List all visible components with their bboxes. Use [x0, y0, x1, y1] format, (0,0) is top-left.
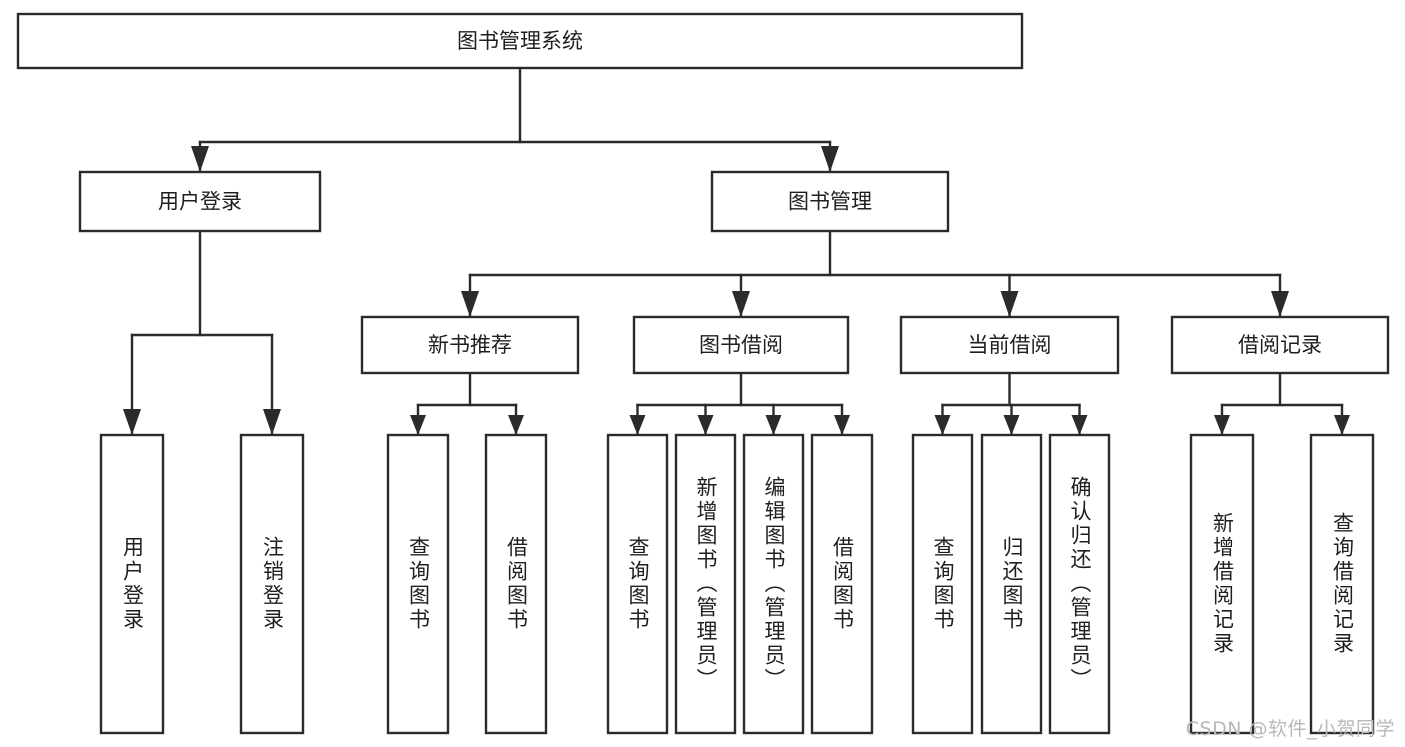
arrow-to-user-login: [191, 146, 209, 172]
arrow-to-leaf-user-login: [123, 409, 141, 435]
node-user-login-label: 用户登录: [158, 190, 242, 214]
arrow-to-leaf-borrow-book-2: [834, 415, 850, 435]
arrow-to-leaf-add-book: [697, 415, 714, 435]
node-leaf-user-logout-box: [239, 433, 305, 735]
arrow-to-leaf-query-book-1: [410, 415, 426, 435]
node-book-manage-label: 图书管理: [788, 190, 872, 214]
arrow-to-book-manage: [821, 146, 839, 172]
node-book-borrow-label: 图书借阅: [699, 333, 783, 357]
node-leaf-query-book-2-box: [606, 433, 669, 735]
arrow-to-book-borrow: [732, 291, 750, 317]
arrow-to-leaf-query-book-3: [934, 415, 951, 435]
arrow-to-leaf-borrow-book-1: [508, 415, 524, 435]
arrow-to-leaf-edit-book: [765, 415, 782, 435]
node-current-borrow-box: [899, 315, 1120, 375]
node-leaf-borrow-book-2-box: [810, 433, 874, 735]
connector-layer: [123, 66, 1350, 435]
node-leaf-return-book-box: [980, 433, 1043, 735]
arrow-to-current-borrow: [1000, 291, 1019, 317]
node-root-box: [16, 12, 1024, 70]
node-current-borrow-label: 当前借阅: [968, 333, 1052, 357]
arrow-to-new-book-rec: [461, 291, 479, 317]
node-leaf-query-book-1-box: [386, 433, 450, 735]
node-leaf-query-record-box: [1309, 433, 1375, 735]
arrow-to-leaf-confirm-return: [1071, 415, 1088, 435]
watermark: CSDN @软件_小贺同学: [1185, 718, 1395, 740]
arrow-to-leaf-query-book-2: [629, 415, 646, 435]
node-new-book-rec-label: 新书推荐: [428, 333, 512, 357]
node-leaf-borrow-book-1-box: [484, 433, 548, 735]
node-book-manage-box: [710, 170, 950, 233]
node-leaf-edit-book-box: [742, 433, 805, 735]
node-borrow-record-box: [1170, 315, 1390, 375]
arrow-to-borrow-record: [1271, 291, 1289, 317]
arrow-to-leaf-return-book: [1003, 415, 1020, 435]
node-leaf-confirm-return-box: [1048, 433, 1111, 735]
arrow-to-leaf-add-record: [1214, 415, 1230, 435]
node-borrow-record-label: 借阅记录: [1238, 333, 1322, 357]
node-leaf-query-book-3-box: [911, 433, 974, 735]
node-root-label: 图书管理系统: [457, 29, 583, 53]
node-leaf-add-book-box: [674, 433, 737, 735]
node-leaf-user-login-box: [99, 433, 165, 735]
node-new-book-rec-box: [360, 315, 580, 375]
arrow-to-leaf-query-record: [1334, 415, 1350, 435]
node-user-login-box: [78, 170, 322, 233]
node-book-borrow-box: [632, 315, 850, 375]
node-leaf-add-record-box: [1189, 433, 1255, 735]
arrow-to-leaf-user-logout: [263, 409, 281, 435]
